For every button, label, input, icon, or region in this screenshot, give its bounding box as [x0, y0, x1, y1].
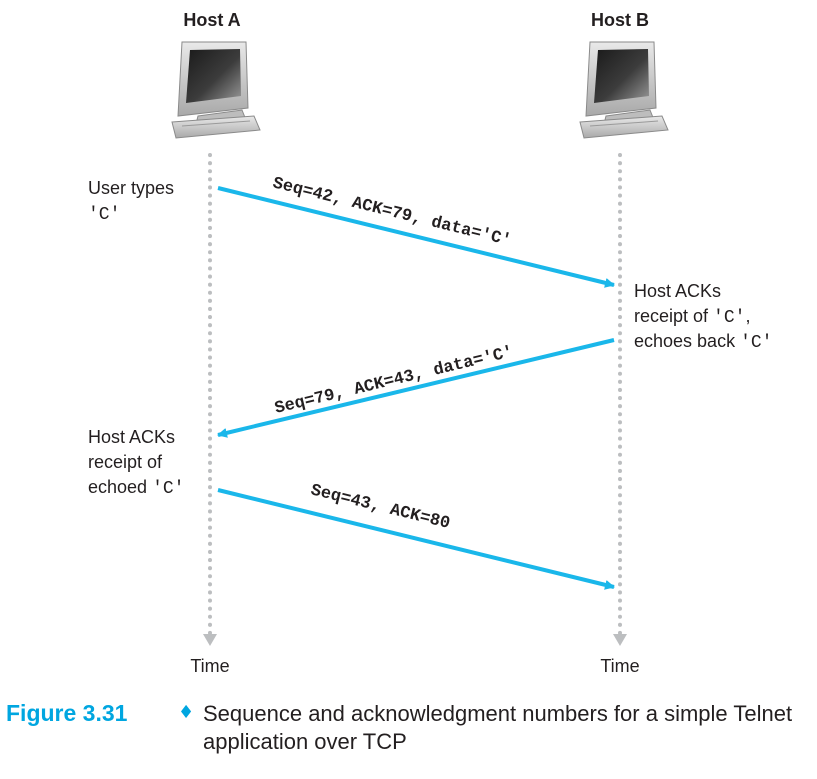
figure-caption-text: Sequence and acknowledgment numbers for …	[203, 701, 793, 754]
host-b-time-arrowhead	[613, 634, 627, 646]
host-a-note-ack-line2: receipt of	[88, 452, 163, 472]
message-label-2: Seq=79, ACK=43, data='C'	[273, 343, 516, 419]
host-b-label: Host B	[591, 10, 649, 30]
host-b-note-line2: receipt of 'C',	[634, 306, 750, 328]
figure-number: Figure 3.31	[6, 700, 128, 726]
computer-icon-host-a	[171, 41, 261, 139]
message-label-1: Seq=42, ACK=79, data='C'	[271, 174, 513, 251]
tcp-sequence-diagram: Host A Host B Time Time Seq=42, ACK=79, …	[88, 10, 772, 676]
host-b-note-line3: echoes back 'C'	[634, 331, 772, 353]
diamond-separator-icon: ♦	[178, 702, 195, 723]
host-b-note-line1: Host ACKs	[634, 281, 721, 301]
host-a-note-user-types-line2: 'C'	[88, 205, 120, 225]
message-arrow-2	[217, 338, 615, 438]
host-a-note-ack-line3: echoed 'C'	[88, 477, 184, 499]
host-a-note-ack-line1: Host ACKs	[88, 427, 175, 447]
computer-icon-host-b	[579, 41, 669, 139]
host-a-note-user-types-line1: User types	[88, 178, 174, 198]
host-a-label: Host A	[183, 10, 240, 30]
host-b-time-label: Time	[600, 656, 639, 676]
host-a-time-label: Time	[190, 656, 229, 676]
message-label-3: Seq=43, ACK=80	[309, 481, 452, 534]
message-arrow-3	[217, 488, 615, 590]
host-a-time-arrowhead	[203, 634, 217, 646]
message-arrow-1	[217, 186, 615, 288]
